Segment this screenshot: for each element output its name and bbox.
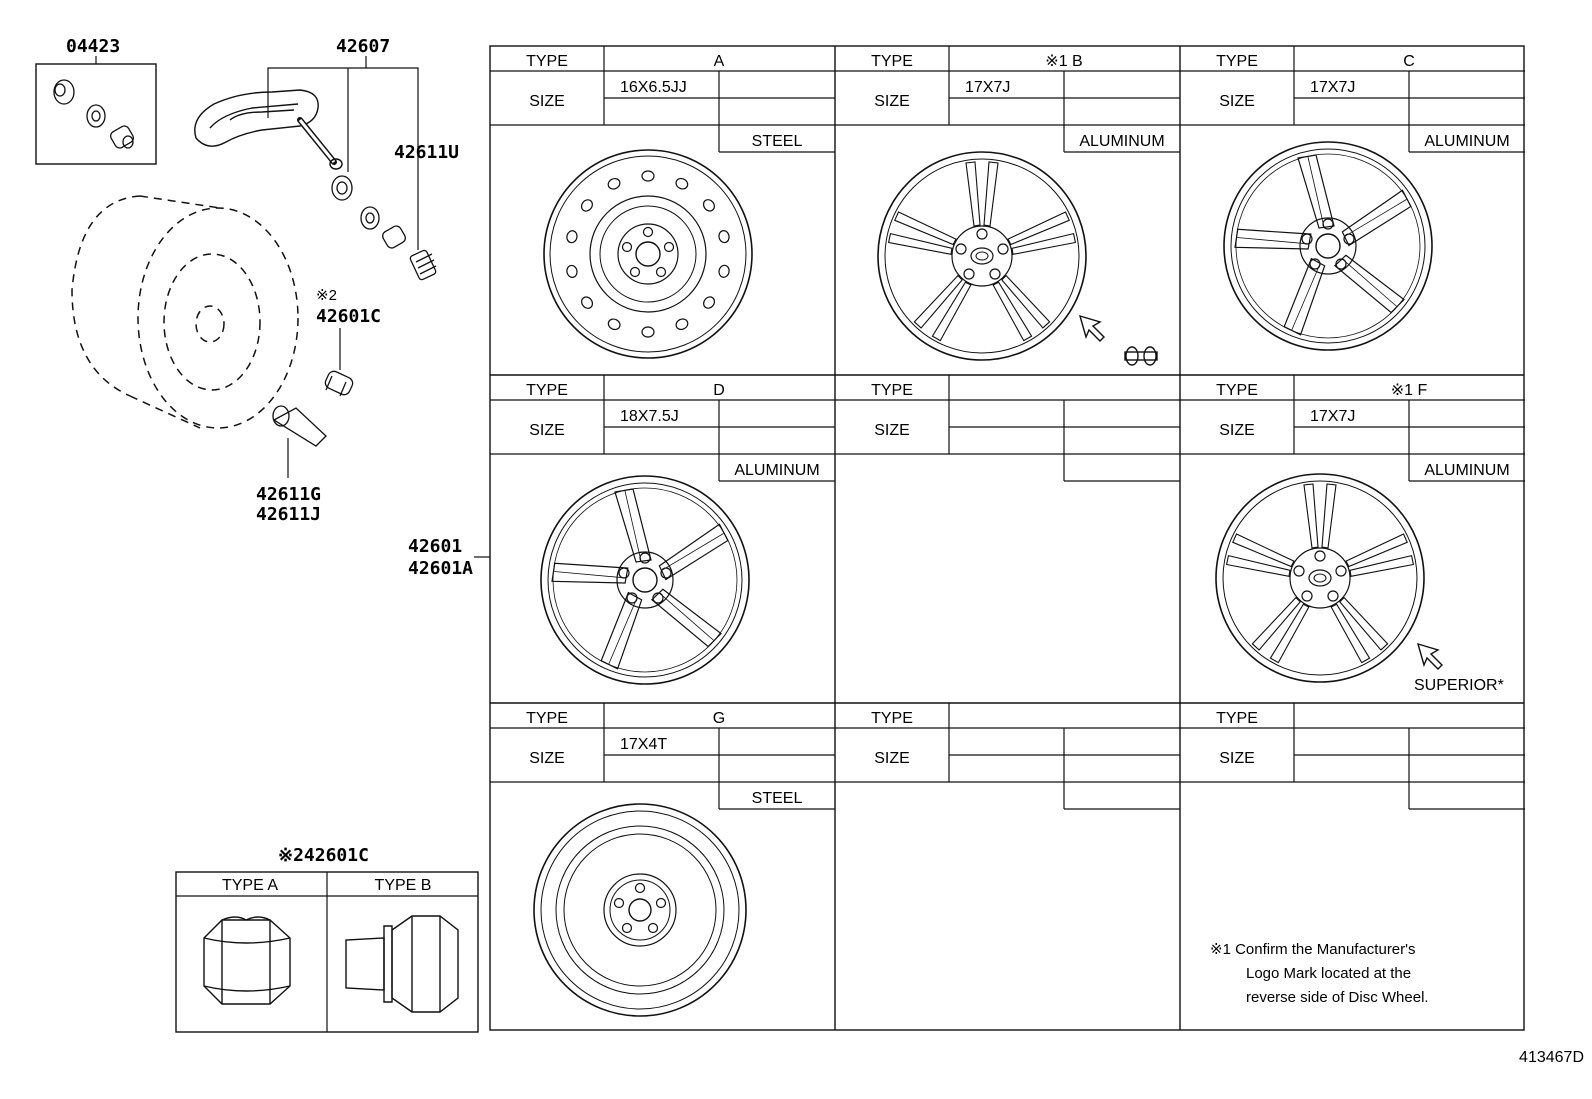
- wheel-size-value: 17X7J: [1310, 408, 1355, 425]
- size-label: SIZE: [874, 93, 910, 110]
- wheel-size-value: 16X6.5JJ: [620, 79, 687, 96]
- arrow-pointer-icon: [1079, 315, 1105, 342]
- type-label: TYPE: [526, 382, 568, 399]
- wheel-size-value: 18X7.5J: [620, 408, 679, 425]
- part-number-42611J: 42611J: [256, 504, 321, 525]
- wheel-material-value: STEEL: [752, 790, 803, 807]
- size-label: SIZE: [1219, 422, 1255, 439]
- note-mark-2: ※2: [316, 287, 337, 304]
- size-label: SIZE: [874, 422, 910, 439]
- part-number-42601: 42601: [408, 536, 462, 557]
- nut-type-a-label: TYPE A: [222, 877, 278, 894]
- tpms-sensor-icon: [194, 89, 343, 170]
- flange-nut-type-b-icon: [345, 915, 459, 1013]
- type-label: TYPE: [1216, 53, 1258, 70]
- wheel-c-alloy-icon: [1224, 142, 1432, 350]
- part-number-04423: 04423: [66, 36, 120, 57]
- wheel-material-value: ALUMINUM: [1424, 133, 1509, 150]
- size-label: SIZE: [529, 422, 565, 439]
- diagram-id: 413467D: [1519, 1049, 1584, 1066]
- lug-nut-icon: [324, 370, 354, 397]
- wheel-material-value: ALUMINUM: [1079, 133, 1164, 150]
- valve-cap-set-icon: [53, 79, 134, 149]
- type-label: TYPE: [871, 53, 913, 70]
- wheel-size-value: 17X7J: [965, 79, 1010, 96]
- superior-label: SUPERIOR*: [1414, 677, 1504, 694]
- wheel-type-grid: [489, 45, 1525, 1031]
- wheel-type-value: D: [713, 382, 725, 399]
- part-box-04423: [35, 63, 157, 165]
- type-label: TYPE: [1216, 710, 1258, 727]
- wheel-type-value: ※1 F: [1391, 382, 1428, 399]
- nut-type-b-label: TYPE B: [375, 877, 432, 894]
- footnote-line-1: ※1 Confirm the Manufacturer's: [1210, 941, 1416, 958]
- wheel-f-alloy-icon: [1216, 474, 1424, 682]
- size-label: SIZE: [874, 750, 910, 767]
- wheel-material-value: STEEL: [752, 133, 803, 150]
- part-number-42607: 42607: [336, 36, 390, 57]
- logo-mark-icon: [1124, 346, 1158, 366]
- size-label: SIZE: [529, 750, 565, 767]
- part-number-42611U: 42611U: [394, 142, 459, 163]
- wheel-size-value: 17X7J: [1310, 79, 1355, 96]
- wheel-type-value: ※1 B: [1045, 53, 1082, 70]
- size-label: SIZE: [1219, 93, 1255, 110]
- part-number-42601C: 42601C: [316, 306, 381, 327]
- footnote-line-3: reverse side of Disc Wheel.: [1246, 989, 1429, 1006]
- type-label: TYPE: [1216, 382, 1258, 399]
- part-number-42601A: 42601A: [408, 558, 473, 579]
- footnote-line-2: Logo Mark located at the: [1246, 965, 1411, 982]
- tire-outline-icon: [71, 195, 299, 429]
- part-number-42611G: 42611G: [256, 484, 321, 505]
- acorn-nut-type-a-icon: [203, 916, 291, 1005]
- wheel-type-value: C: [1403, 53, 1415, 70]
- wheel-material-value: ALUMINUM: [734, 462, 819, 479]
- wheel-size-value: 17X4T: [620, 736, 667, 753]
- wheel-b-alloy-icon: [878, 152, 1086, 360]
- type-label: TYPE: [526, 53, 568, 70]
- type-label: TYPE: [871, 382, 913, 399]
- cell-frames: [490, 46, 1525, 810]
- wheel-type-value: G: [713, 710, 725, 727]
- valve-stem-icon: [409, 249, 437, 281]
- type-label: TYPE: [871, 710, 913, 727]
- size-label: SIZE: [529, 93, 565, 110]
- wheel-a-steel-icon: [544, 150, 752, 358]
- wheel-d-alloy-icon: [541, 476, 749, 684]
- wheel-material-value: ALUMINUM: [1424, 462, 1509, 479]
- type-label: TYPE: [526, 710, 568, 727]
- size-label: SIZE: [1219, 750, 1255, 767]
- arrow-pointer-icon: [1417, 643, 1443, 670]
- valve-core-parts-icon: [331, 175, 406, 249]
- nut-table-title: ※242601C: [278, 845, 369, 866]
- valve-stem-rubber-icon: [272, 405, 327, 447]
- wheel-g-spare-icon: [533, 803, 747, 1017]
- wheel-type-value: A: [714, 53, 725, 70]
